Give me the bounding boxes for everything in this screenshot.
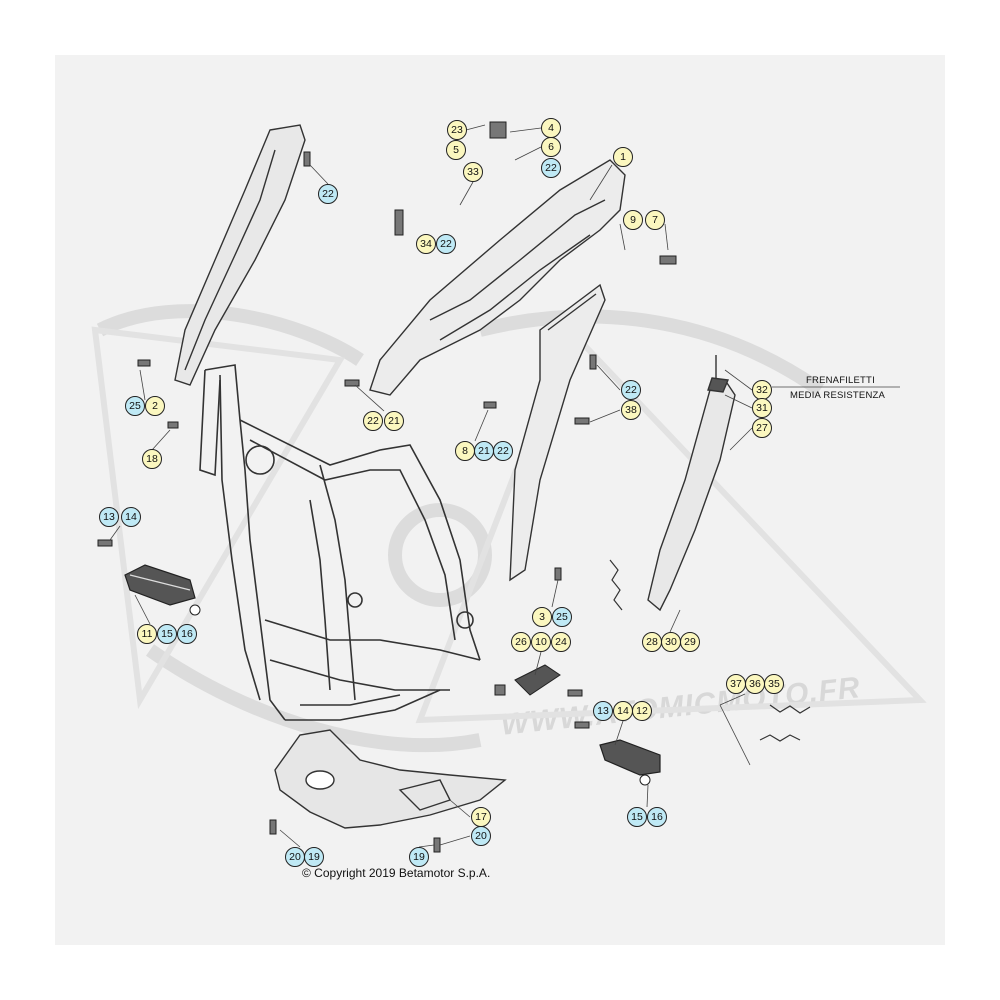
part-callout-13: 13: [99, 507, 119, 527]
right-footpeg: [599, 739, 661, 776]
part-callout-32: 32: [752, 380, 772, 400]
part-callout-22: 22: [541, 158, 561, 178]
part-callout-20: 20: [471, 826, 491, 846]
copyright: © Copyright 2019 Betamotor S.p.A.: [302, 866, 491, 880]
part-callout-22: 22: [621, 380, 641, 400]
part-callout-1: 1: [613, 147, 633, 167]
main-frame: [199, 364, 481, 721]
part-callout-16: 16: [177, 624, 197, 644]
part-callout-22: 22: [318, 184, 338, 204]
part-callout-23: 23: [447, 120, 467, 140]
part-callout-38: 38: [621, 400, 641, 420]
watermark-logo: [96, 304, 825, 753]
part-callout-30: 30: [661, 632, 681, 652]
part-callout-13: 13: [593, 701, 613, 721]
part-callout-25: 25: [125, 396, 145, 416]
part-callout-21: 21: [474, 441, 494, 461]
part-callout-5: 5: [446, 140, 466, 160]
part-callout-24: 24: [551, 632, 571, 652]
part-callout-6: 6: [541, 137, 561, 157]
part-callout-18: 18: [142, 449, 162, 469]
part-callout-14: 14: [121, 507, 141, 527]
part-callout-22: 22: [436, 234, 456, 254]
part-callout-37: 37: [726, 674, 746, 694]
part-callout-33: 33: [463, 162, 483, 182]
chain-guide-bracket: [514, 664, 561, 696]
part-callout-28: 28: [642, 632, 662, 652]
part-callout-9: 9: [623, 210, 643, 230]
part-callout-26: 26: [511, 632, 531, 652]
part-callout-16: 16: [647, 807, 667, 827]
part-callout-19: 19: [409, 847, 429, 867]
part-callout-19: 19: [304, 847, 324, 867]
part-callout-8: 8: [455, 441, 475, 461]
left-footpeg: [124, 564, 196, 606]
part-callout-3: 3: [532, 607, 552, 627]
part-callout-15: 15: [157, 624, 177, 644]
part-callout-10: 10: [531, 632, 551, 652]
part-callout-4: 4: [541, 118, 561, 138]
part-callout-12: 12: [632, 701, 652, 721]
part-callout-22: 22: [493, 441, 513, 461]
part-callout-20: 20: [285, 847, 305, 867]
diagram-sheet: [55, 55, 945, 945]
part-callout-35: 35: [764, 674, 784, 694]
part-callout-2: 2: [145, 396, 165, 416]
part-callout-34: 34: [416, 234, 436, 254]
part-callout-27: 27: [752, 418, 772, 438]
part-callout-17: 17: [471, 807, 491, 827]
part-callout-11: 11: [137, 624, 157, 644]
threadlocker-note-line2: MEDIA RESISTENZA: [790, 390, 886, 401]
part-callout-29: 29: [680, 632, 700, 652]
rear-subframe: [369, 159, 626, 582]
springs: [609, 559, 811, 742]
part-callout-21: 21: [384, 411, 404, 431]
threadlocker-note-line1: FRENAFILETTI: [806, 375, 875, 386]
part-callout-36: 36: [745, 674, 765, 694]
side-plate: [174, 124, 306, 386]
part-callout-7: 7: [645, 210, 665, 230]
leader-lines: [109, 124, 900, 848]
part-callout-25: 25: [552, 607, 572, 627]
part-callout-14: 14: [613, 701, 633, 721]
fasteners: [97, 121, 677, 853]
part-callout-31: 31: [752, 398, 772, 418]
part-callout-22: 22: [363, 411, 383, 431]
side-stand: [647, 355, 736, 612]
part-callout-15: 15: [627, 807, 647, 827]
